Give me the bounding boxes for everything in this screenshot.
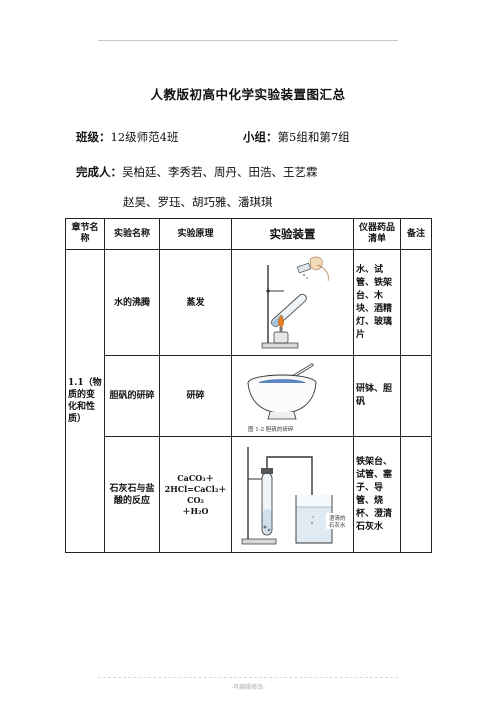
authors-value-2: 赵昊、罗珏、胡巧雅、潘琪琪 — [123, 195, 273, 209]
chapter-cell: 1.1（物质的变化和性质） — [65, 249, 105, 553]
experiment-name: 石灰石与盐酸的反应 — [104, 436, 160, 553]
group-value: 第5组和第7组 — [277, 130, 350, 144]
header-rule — [98, 40, 398, 41]
apparatus-cell: 图 1-2 胆矾的研碎 — [231, 355, 354, 437]
notes-cell — [400, 249, 432, 356]
table-row: 1.1（物质的变化和性质） 水的沸腾 蒸发 — [65, 249, 432, 553]
authors-line-2: 赵昊、罗珏、胡巧雅、潘琪琪 — [123, 194, 273, 210]
mortar-illustration: 图 1-2 胆矾的研碎 — [247, 363, 317, 433]
equation-line-2: 2HCl=CaCl₂＋CO₂ — [164, 483, 227, 505]
header-apparatus: 实验装置 — [231, 218, 354, 250]
notes-cell — [400, 436, 432, 553]
page-title: 人教版初高中化学实验装置图汇总 — [150, 87, 346, 102]
experiment-name: 水的沸腾 — [104, 249, 160, 356]
beaker-label-1: 澄清的 — [329, 514, 346, 522]
instrument-list: 铁架台、试管、塞子、导管、烧杯、澄清石灰水 — [353, 436, 401, 553]
header-instruments: 仪器药品清单 — [353, 218, 401, 250]
group-line: 小组：第5组和第7组 — [243, 129, 350, 145]
class-value: 12级师范4班 — [110, 130, 179, 144]
instrument-list: 研钵、胆矾 — [353, 355, 401, 437]
header-chapter: 章节名称 — [65, 218, 105, 250]
page-footer: -可编辑修改- — [230, 684, 266, 691]
apparatus-cell — [231, 249, 354, 356]
authors-value-1: 吴柏廷、李秀若、周丹、田浩、王艺霖 — [122, 165, 318, 179]
group-label: 小组： — [243, 130, 278, 144]
gas-reaction-apparatus-illustration: 澄清的 石灰水 — [241, 446, 350, 544]
figure-caption: 图 1-2 胆矾的研碎 — [248, 425, 294, 433]
experiment-principle: 蒸发 — [159, 249, 232, 356]
experiment-name: 胆矾的研碎 — [104, 355, 160, 437]
header-principle: 实验原理 — [159, 218, 232, 250]
experiment-principle: CaCO₃＋ 2HCl=CaCl₂＋CO₂ ＋H₂O — [159, 436, 232, 553]
class-line: 班级：12级师范4班 — [76, 129, 178, 145]
instrument-list: 水、试管、铁架台、木块、酒精灯、玻璃片 — [353, 249, 401, 356]
footer-rule — [98, 677, 398, 678]
beaker-label-2: 石灰水 — [329, 521, 346, 529]
table-row: 石灰石与盐酸的反应 CaCO₃＋ 2HCl=CaCl₂＋CO₂ ＋H₂O — [66, 436, 432, 553]
table-header-row: 章节名称 实验名称 实验原理 实验装置 仪器药品清单 备注 — [65, 218, 432, 250]
authors-label: 完成人： — [76, 165, 122, 179]
experiment-principle: 研碎 — [159, 355, 232, 437]
equation-line-3: ＋H₂O — [182, 505, 209, 516]
header-name: 实验名称 — [104, 218, 160, 250]
apparatus-cell: 澄清的 石灰水 — [231, 436, 354, 553]
experiment-table: 章节名称 实验名称 实验原理 实验装置 仪器药品清单 备注 1.1（物质的变化和… — [65, 218, 432, 553]
equation-line-1: CaCO₃＋ — [177, 472, 214, 483]
table-row: 胆矾的研碎 研碎 图 1-2 胆矾的研碎 研钵、胆矾 — [66, 355, 432, 437]
header-notes: 备注 — [400, 218, 432, 250]
boiling-apparatus-illustration — [261, 256, 329, 348]
notes-cell — [400, 355, 432, 437]
class-label: 班级： — [76, 130, 111, 144]
authors-line: 完成人：吴柏廷、李秀若、周丹、田浩、王艺霖 — [76, 164, 318, 180]
